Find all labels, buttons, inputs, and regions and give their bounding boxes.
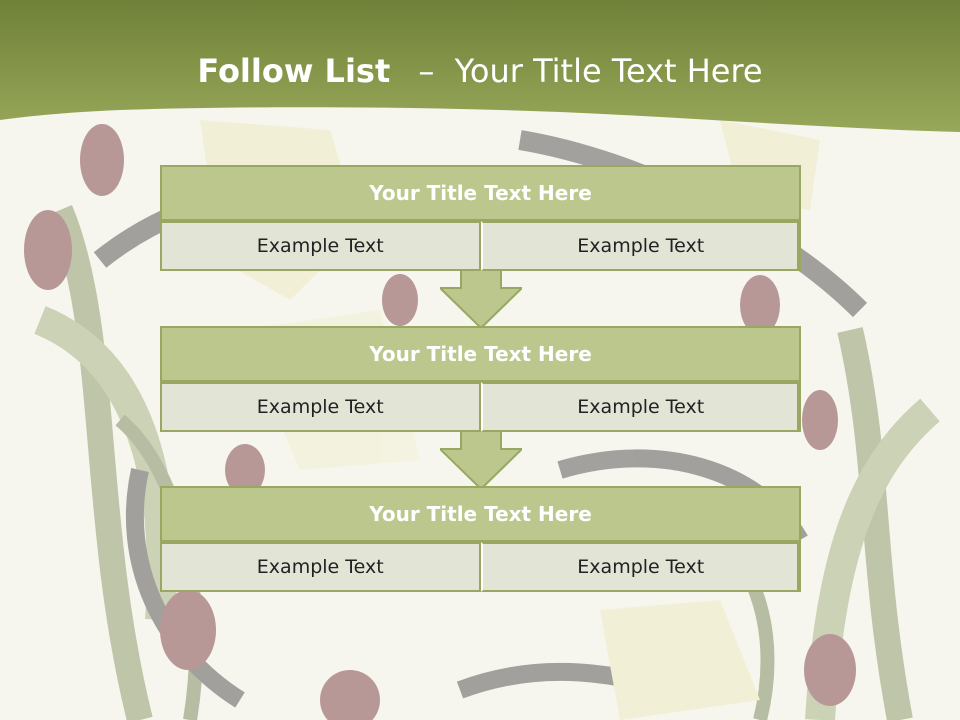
block-header: Your Title Text Here	[160, 165, 801, 221]
down-arrow-2	[440, 431, 522, 491]
title-rest: Your Title Text Here	[454, 52, 763, 90]
block-header: Your Title Text Here	[160, 486, 801, 542]
follow-block-1: Your Title Text Here Example Text Exampl…	[160, 165, 801, 271]
block-cell-left: Example Text	[160, 221, 481, 271]
title-banner	[0, 0, 960, 132]
block-row: Example Text Example Text	[160, 542, 801, 592]
follow-block-3: Your Title Text Here Example Text Exampl…	[160, 486, 801, 592]
block-cell-right: Example Text	[480, 542, 801, 592]
title-separator: –	[418, 52, 435, 90]
down-arrow-1	[440, 270, 522, 330]
block-cell-left: Example Text	[160, 382, 481, 432]
block-row: Example Text Example Text	[160, 382, 801, 432]
follow-block-2: Your Title Text Here Example Text Exampl…	[160, 326, 801, 432]
block-cell-right: Example Text	[480, 382, 801, 432]
title-bold: Follow List	[197, 52, 391, 90]
page-title: Follow List – Your Title Text Here	[0, 52, 960, 90]
block-cell-right: Example Text	[480, 221, 801, 271]
block-row: Example Text Example Text	[160, 221, 801, 271]
block-header: Your Title Text Here	[160, 326, 801, 382]
block-cell-left: Example Text	[160, 542, 481, 592]
